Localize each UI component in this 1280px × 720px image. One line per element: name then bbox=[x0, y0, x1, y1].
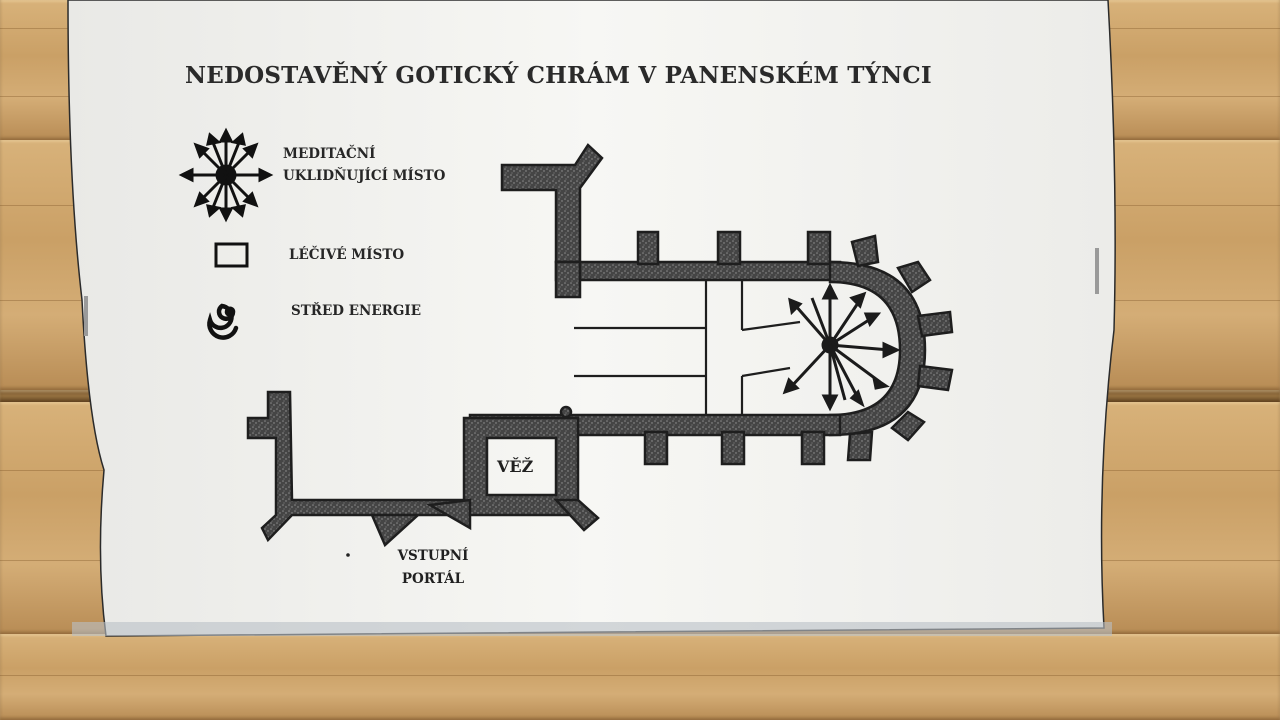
legend-label-line: MEDITAČNÍ bbox=[283, 146, 376, 162]
portal-label: VSTUPNÍ PORTÁL bbox=[388, 545, 478, 591]
sign-title: NEDOSTAVĚNÝ GOTICKÝ CHRÁM V PANENSKÉM TÝ… bbox=[185, 62, 932, 89]
legend-label-energy: STŘED ENERGIE bbox=[291, 303, 421, 319]
staple bbox=[1095, 248, 1099, 294]
legend-label-meditation: MEDITAČNÍ UKLIDŇUJÍCÍ MÍSTO bbox=[283, 143, 445, 187]
spiral-icon bbox=[207, 303, 239, 340]
nave-interior-lines bbox=[574, 280, 801, 415]
portal-label-line: PORTÁL bbox=[401, 571, 465, 587]
wood-grain bbox=[0, 675, 1280, 676]
staple bbox=[84, 296, 88, 336]
legend-label-healing: LÉČIVÉ MÍSTO bbox=[289, 247, 405, 263]
square-icon bbox=[214, 242, 249, 268]
legend-label-line: UKLIDŇUJÍCÍ MÍSTO bbox=[283, 168, 446, 184]
tower-label: VĚŽ bbox=[497, 457, 534, 476]
portal-label-line: VSTUPNÍ bbox=[397, 548, 469, 564]
radiating-star-icon bbox=[178, 127, 274, 223]
church-floor-plan bbox=[246, 143, 954, 548]
meditation-star-on-plan bbox=[782, 282, 901, 412]
wood-plank bbox=[0, 634, 1280, 720]
